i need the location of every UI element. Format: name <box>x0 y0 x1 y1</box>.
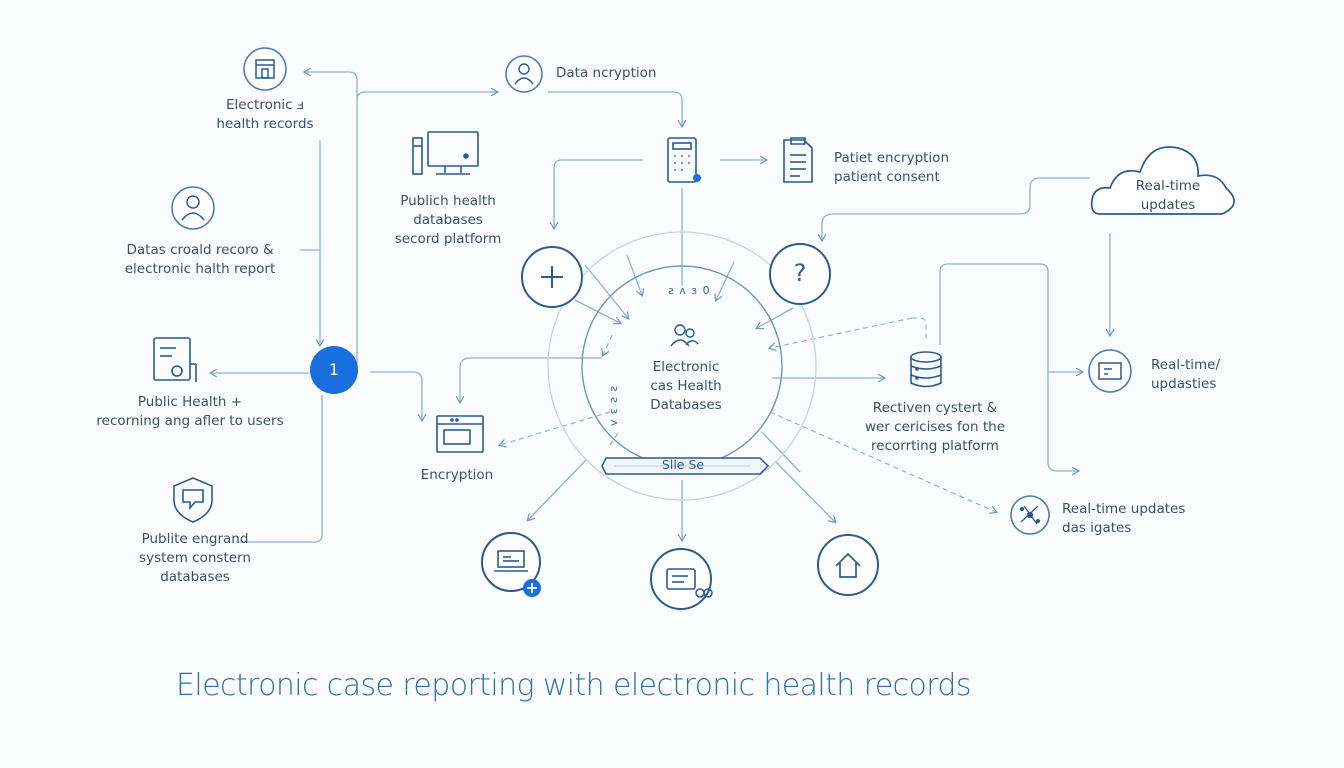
node-data-encryption-icon-group <box>505 55 543 93</box>
diagram-title: Electronic case reporting with electroni… <box>176 668 971 703</box>
connector-lines <box>211 72 1110 543</box>
dashed-connectors <box>500 317 996 512</box>
document-icon <box>783 137 813 183</box>
node-ehr-icon-group <box>243 47 287 91</box>
step-badge-group <box>310 346 358 394</box>
laptop-add-icon <box>494 550 528 572</box>
users-icon <box>670 324 699 347</box>
person-icon <box>514 63 534 85</box>
node-data-record-icon-group <box>171 186 215 230</box>
desktop-computer-icon <box>412 131 479 175</box>
person-icon <box>181 195 205 221</box>
browser-window-icon <box>436 415 484 453</box>
hub-label: Electronic cas Health Databases <box>650 359 722 413</box>
message-card-icon <box>666 568 713 598</box>
hub-ring-label-top: ƨ ʌ ɜ 0 <box>668 284 711 297</box>
shield-chat-icon <box>173 477 213 523</box>
label-public-health: Public Health +recorning ang afler to us… <box>96 394 284 429</box>
building-icon <box>255 59 275 79</box>
question-icon: ? <box>793 259 807 287</box>
node-realtime-updates-icon-group <box>1010 495 1050 535</box>
window-icon <box>1098 362 1122 380</box>
label-realtime-right: Real-time/updasties <box>1151 357 1221 392</box>
step-badge-number: 1 <box>328 360 340 379</box>
question-node <box>769 243 831 305</box>
bottom-right-node <box>817 534 879 596</box>
label-data-record: Datas croald recoro &electronic halth re… <box>124 242 276 277</box>
plus-node <box>521 246 583 308</box>
node-realtime-right-icon-group <box>1088 349 1132 393</box>
home-icon <box>835 552 861 578</box>
bottom-mid-node <box>650 548 713 610</box>
calculator-icon <box>667 137 701 183</box>
plus-icon <box>541 266 563 288</box>
label-encryption: Encryption <box>420 467 494 483</box>
hub-ring-label-left: ƨ ƨ ɜ ʌ <box>608 385 622 428</box>
tablet-device-icon <box>153 337 197 382</box>
hub-bar <box>601 457 770 475</box>
cloud-icon <box>1090 146 1235 215</box>
hub-bar-label: Slle Se <box>661 457 705 472</box>
database-icon <box>910 351 942 388</box>
network-icon <box>1019 505 1041 525</box>
central-hub <box>547 231 817 501</box>
bottom-left-node <box>481 532 541 597</box>
label-data-encryption: Data ncryption <box>556 65 657 81</box>
